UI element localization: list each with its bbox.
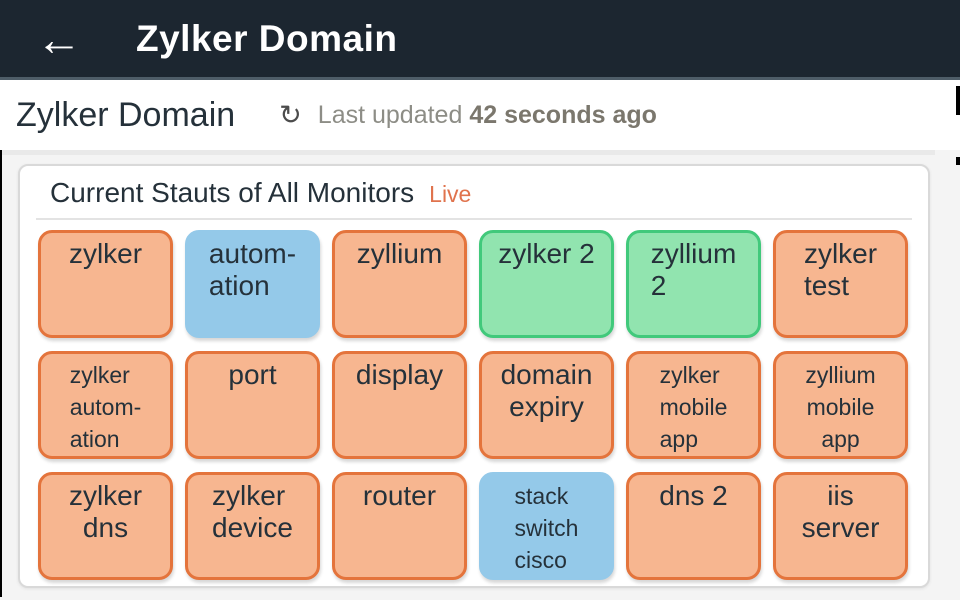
monitor-tile-label: router [362,480,437,511]
app-header-title: Zylker Domain [136,17,398,59]
monitor-tile-label: zylker mobile app [659,362,728,452]
monitor-tile-label: zylker 2 [498,238,595,269]
last-updated-text: Last updated 42 seconds ago [318,101,657,130]
monitor-tile-label: zylker [68,238,143,269]
monitor-tile-label: zylker test [803,238,878,301]
monitor-tile-zylker[interactable]: zylker [38,230,173,338]
last-updated-value: 42 seconds ago [469,100,657,129]
monitor-tile-zylker-device[interactable]: zylker device [185,472,320,580]
monitor-tile-autom--ation[interactable]: autom- ation [185,230,320,338]
monitor-tile-stack-switch-cisco[interactable]: stack switch cisco [479,472,614,580]
monitor-tile-iis-server[interactable]: iis server [773,472,908,580]
monitor-tile-display[interactable]: display [332,351,467,459]
card-title: Current Stauts of All Monitors [50,177,415,208]
live-badge: Live [429,181,472,207]
refresh-icon[interactable]: ↻ [279,99,302,130]
back-arrow-icon[interactable]: ← [36,12,82,65]
monitor-tile-label: zyllium 2 [650,238,737,301]
page-title: Zylker Domain [16,95,236,134]
monitor-tile-zyllium-mobile-app[interactable]: zyllium mobile app [773,351,908,459]
card-header: Current Stauts of All Monitors Live [20,166,928,218]
page-sub-header: Zylker Domain ↻ Last updated 42 seconds … [0,80,960,150]
monitor-grid: zylker autom- ation zyllium zylker 2 zyllium… [20,220,928,580]
scrollbar-thumb[interactable] [956,157,960,165]
monitor-tile-zylker-mobile-app[interactable]: zylker mobile app [626,351,761,459]
monitor-tile-label: stack switch cisco [514,483,579,573]
monitor-tile-label: zylker device [212,480,293,543]
monitor-tile-label: domain expiry [500,359,593,422]
monitor-tile-zyllium-2[interactable]: zyllium 2 [626,230,761,338]
monitor-tile-dns-2[interactable]: dns 2 [626,472,761,580]
left-edge-line [0,150,2,597]
last-updated-label: Last updated [317,100,463,129]
monitors-status-card: Current Stauts of All Monitors Live zylk… [18,164,930,588]
monitor-tile-label: zyllium [356,238,443,269]
monitor-tile-zyllium[interactable]: zyllium [332,230,467,338]
monitor-tile-label: zyllium mobile app [805,362,876,452]
scrollbar-thumb[interactable] [956,86,960,115]
monitor-tile-label: autom- ation [208,238,297,301]
monitor-tile-label: dns 2 [659,480,728,511]
monitor-tile-zylker-autom--ation[interactable]: zylker autom- ation [38,351,173,459]
monitor-tile-zylker-dns[interactable]: zylker dns [38,472,173,580]
header-divider [0,150,935,155]
app-header: ← Zylker Domain [0,0,960,80]
monitor-tile-label: display [355,359,444,390]
monitor-tile-label: iis server [801,480,880,543]
card-title-divider [36,218,912,220]
monitor-tile-zylker-test[interactable]: zylker test [773,230,908,338]
monitor-tile-port[interactable]: port [185,351,320,459]
monitor-tile-zylker-2[interactable]: zylker 2 [479,230,614,338]
monitor-tile-domain-expiry[interactable]: domain expiry [479,351,614,459]
monitor-tile-router[interactable]: router [332,472,467,580]
monitor-tile-label: zylker dns [68,480,143,543]
monitor-tile-label: zylker autom- ation [69,362,142,452]
monitor-tile-label: port [228,359,277,390]
